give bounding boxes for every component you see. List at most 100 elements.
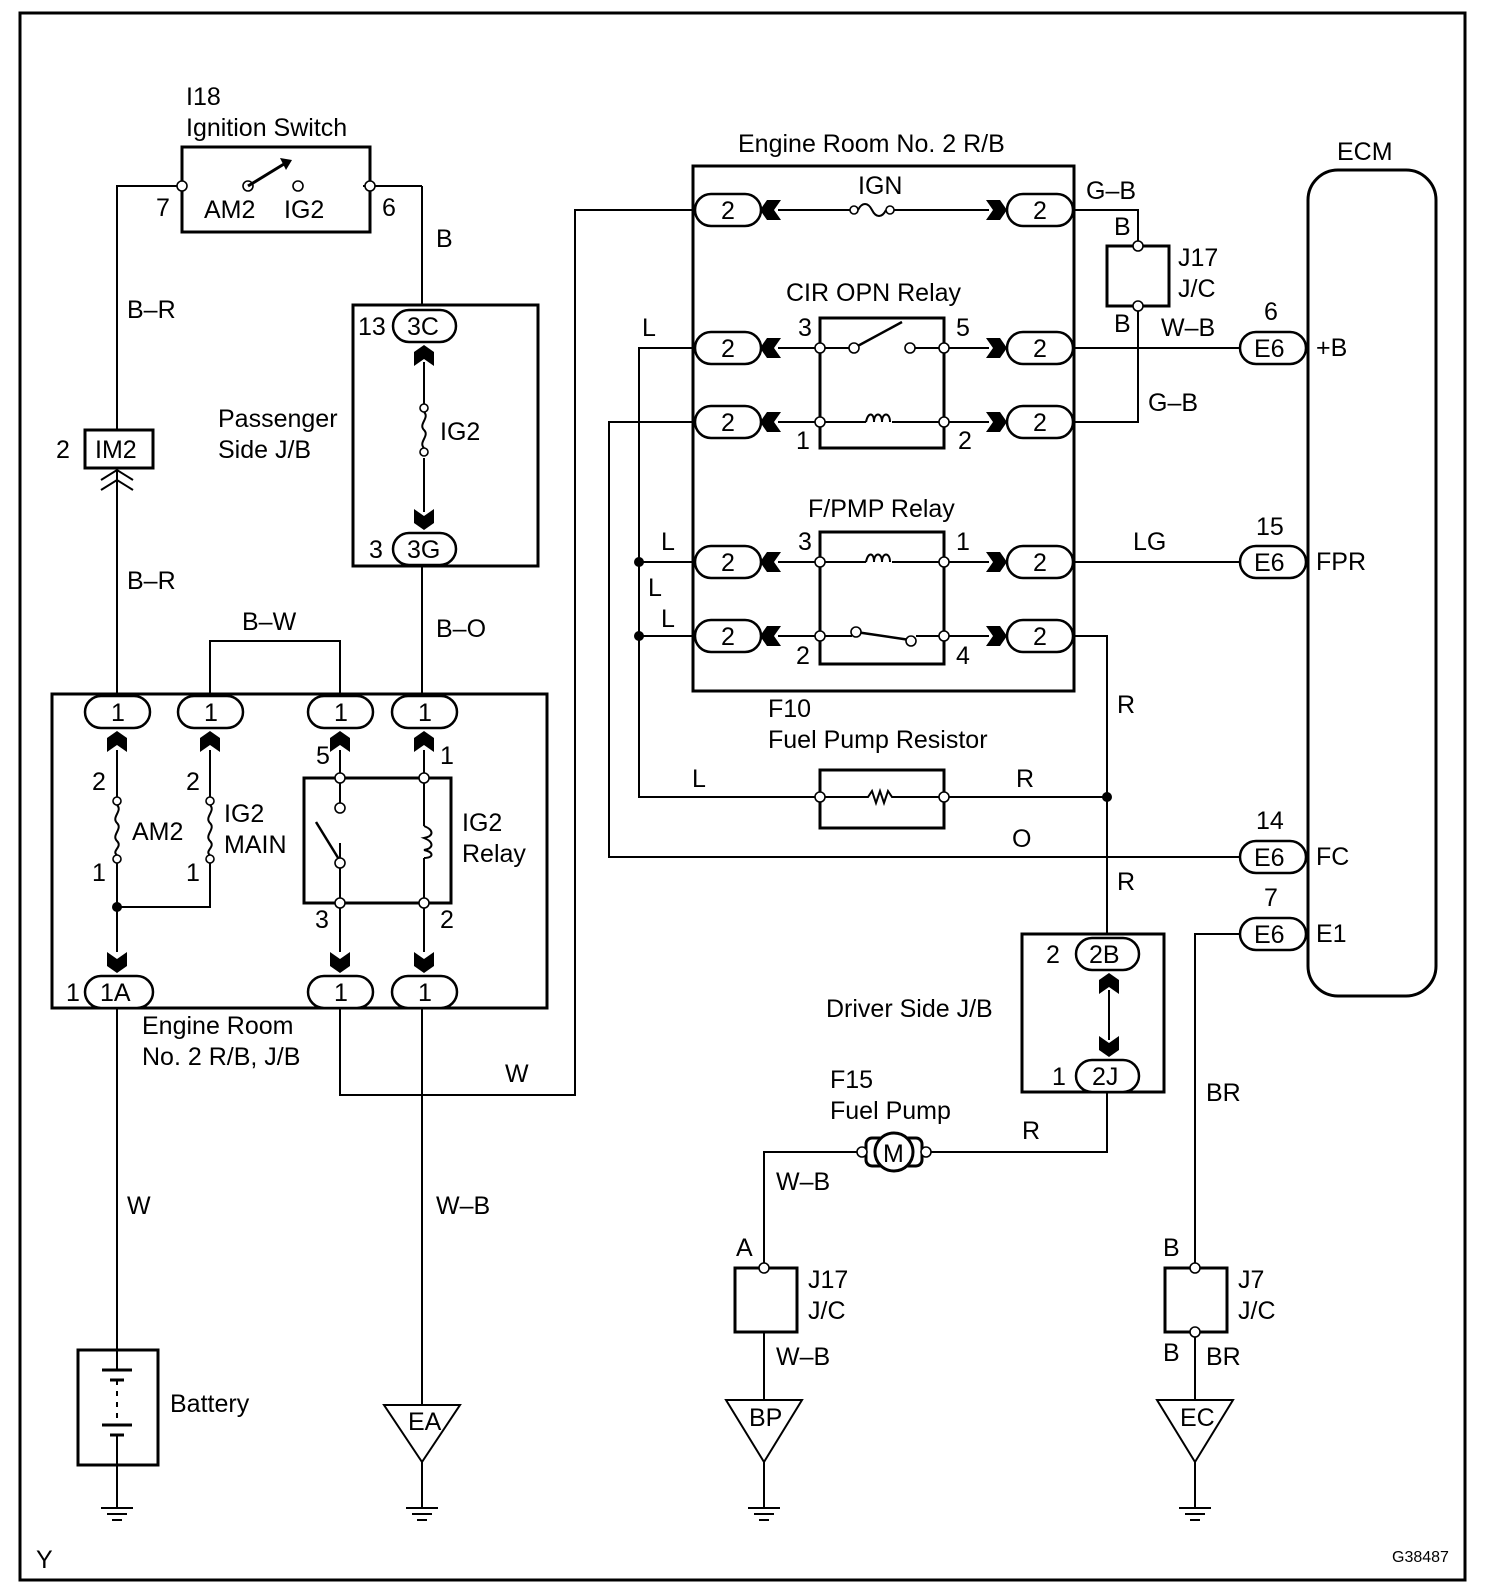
- footer-left-code: Y: [36, 1546, 53, 1574]
- wire-label-b: B: [436, 225, 453, 253]
- j7-label-1: J7: [1238, 1266, 1264, 1294]
- j7-junction: B B J7 J/C: [1163, 1234, 1276, 1367]
- ignition-switch-pin-6: 6: [382, 194, 396, 222]
- am2-pin-1: 1: [92, 859, 106, 887]
- ignition-switch-name: Ignition Switch: [186, 114, 347, 142]
- jb-top-conn-1a: 1: [111, 699, 125, 727]
- ign-fuse-label: IGN: [858, 172, 902, 200]
- fuel-pump: M F15 Fuel Pump: [830, 1066, 951, 1173]
- ig2-relay-pin-1: 1: [440, 742, 454, 770]
- jb-bottom-conn-1c: 1: [334, 979, 348, 1007]
- im2-connector: IM2 2: [56, 428, 155, 491]
- wire-label-l-2: L: [661, 528, 675, 556]
- battery: Battery: [76, 1348, 250, 1467]
- wire-label-lg: LG: [1133, 528, 1166, 556]
- am2-fuse-label: AM2: [132, 818, 183, 846]
- fpmp-pin-1: 1: [956, 528, 970, 556]
- fpmp-pin-3: 3: [798, 528, 812, 556]
- ground-bp: BP: [724, 1399, 804, 1464]
- ecm: ECM E6 E6 E6 E6 6 15 14 7 +B FPR FC E1: [1238, 138, 1438, 998]
- wire-label-wb-3: W–B: [776, 1168, 830, 1196]
- ig2-relay-pin-2: 2: [440, 906, 454, 934]
- wire-label-r-1: R: [1117, 691, 1135, 719]
- jb-top-conn-1c: 1: [334, 699, 348, 727]
- passenger-jb-fuse-ig2: IG2: [440, 418, 480, 446]
- wire-label-gb-2: G–B: [1148, 389, 1198, 417]
- ecm-pin-14: 14: [1256, 807, 1284, 835]
- ground-ec-label: EC: [1180, 1404, 1215, 1432]
- wire-label-r-3: R: [1117, 868, 1135, 896]
- ground-ea: EA: [382, 1404, 462, 1464]
- ecm-conn-e6-4: E6: [1254, 921, 1285, 949]
- driver-jb-conn-2b: 2B: [1089, 941, 1120, 969]
- jb-top-conn-1b: 1: [204, 699, 218, 727]
- fpmp-pin-2: 2: [796, 642, 810, 670]
- splice-l-2: [634, 631, 644, 641]
- fuel-pump-resistor: F10 Fuel Pump Resistor: [768, 695, 988, 830]
- passenger-jb-conn-3c: 3C: [407, 313, 439, 341]
- engine-room-rb-name: Engine Room No. 2 R/B: [738, 130, 1005, 158]
- ecm-name: ECM: [1337, 138, 1393, 166]
- wires: [116, 185, 1240, 1508]
- cir-opn-pin-3: 3: [798, 314, 812, 342]
- cir-opn-pin-2: 2: [958, 427, 972, 455]
- wire-label-l-1: L: [642, 314, 656, 342]
- diagram-border: [18, 11, 1467, 1582]
- j17-top-label-2: J/C: [1178, 275, 1216, 303]
- wire-label-br-1: B–R: [127, 296, 176, 324]
- footer-figure-id: G38487: [1392, 1549, 1449, 1566]
- ground-ec: EC: [1155, 1399, 1235, 1464]
- driver-jb-conn-2j: 2J: [1092, 1063, 1118, 1091]
- ecm-signal-fc: FC: [1316, 843, 1349, 871]
- wire-label-wb-4: W–B: [776, 1343, 830, 1371]
- ig2-relay-pin-5: 5: [316, 742, 330, 770]
- j7-label-2: J/C: [1238, 1297, 1276, 1325]
- passenger-side-jb: 3C 13 3G 3 IG2 Passenger Side J/B: [218, 303, 540, 568]
- wire-label-br-2: B–R: [127, 567, 176, 595]
- ground-ea-label: EA: [408, 1408, 442, 1436]
- wire-label-l-3: L: [648, 574, 662, 602]
- wire-label-gb-1: G–B: [1086, 177, 1136, 205]
- driver-side-jb: 2B 2J 2 1 Driver Side J/B: [826, 932, 1166, 1094]
- wire-label-r-4: R: [1022, 1117, 1040, 1145]
- passenger-jb-pin-13: 13: [358, 313, 386, 341]
- passenger-jb-pin-3: 3: [369, 536, 383, 564]
- conn-2-fp-tl: 2: [721, 549, 735, 577]
- resistor-name: Fuel Pump Resistor: [768, 726, 988, 754]
- j17-bottom-pin-a: A: [736, 1234, 753, 1262]
- ecm-signal-b: +B: [1316, 334, 1347, 362]
- im2-pin: 2: [56, 436, 70, 464]
- j17-top-pin-top: B: [1114, 213, 1131, 241]
- driver-jb-name: Driver Side J/B: [826, 995, 993, 1023]
- j17-bottom-label-2: J/C: [808, 1297, 846, 1325]
- ig2-main-label-2: MAIN: [224, 831, 287, 859]
- j17-top-pin-bottom: B: [1114, 310, 1131, 338]
- ig2-main-label-1: IG2: [224, 800, 264, 828]
- ecm-pin-15: 15: [1256, 513, 1284, 541]
- conn-2-cir-tr: 2: [1033, 335, 1047, 363]
- conn-2-cir-br: 2: [1033, 409, 1047, 437]
- ig2-relay-pin-3: 3: [315, 906, 329, 934]
- ecm-signal-fpr: FPR: [1316, 548, 1366, 576]
- driver-jb-pin-1: 1: [1052, 1063, 1066, 1091]
- earth-symbols: [101, 1507, 1211, 1521]
- wire-label-bo: B–O: [436, 615, 486, 643]
- wire-label-bw: B–W: [242, 608, 297, 636]
- ignition-switch-pin-7: 7: [156, 194, 170, 222]
- fuel-pump-name: Fuel Pump: [830, 1097, 951, 1125]
- j17-top-junction: B B J17 J/C: [1105, 213, 1218, 338]
- conn-2-ign-right: 2: [1033, 197, 1047, 225]
- wire-label-o: O: [1012, 825, 1031, 853]
- fpmp-pin-4: 4: [956, 642, 970, 670]
- conn-2-ign-left: 2: [721, 197, 735, 225]
- fuel-pump-symbol: M: [883, 1140, 904, 1168]
- conn-2-fp-tr: 2: [1033, 549, 1047, 577]
- j7-pin-bottom: B: [1163, 1339, 1180, 1367]
- fpmp-relay-name: F/PMP Relay: [808, 495, 955, 523]
- ig2-relay-name-1: IG2: [462, 809, 502, 837]
- passenger-jb-conn-3g: 3G: [407, 536, 440, 564]
- wire-labels: B B–R B–R B–W B–O W W W–B G–B G–B W–B L …: [127, 177, 1241, 1371]
- ecm-signal-e1: E1: [1316, 920, 1347, 948]
- ignition-switch: I18 Ignition Switch AM2 IG2 7 6: [156, 83, 396, 234]
- jb-bottom-conn-1a: 1A: [100, 979, 131, 1007]
